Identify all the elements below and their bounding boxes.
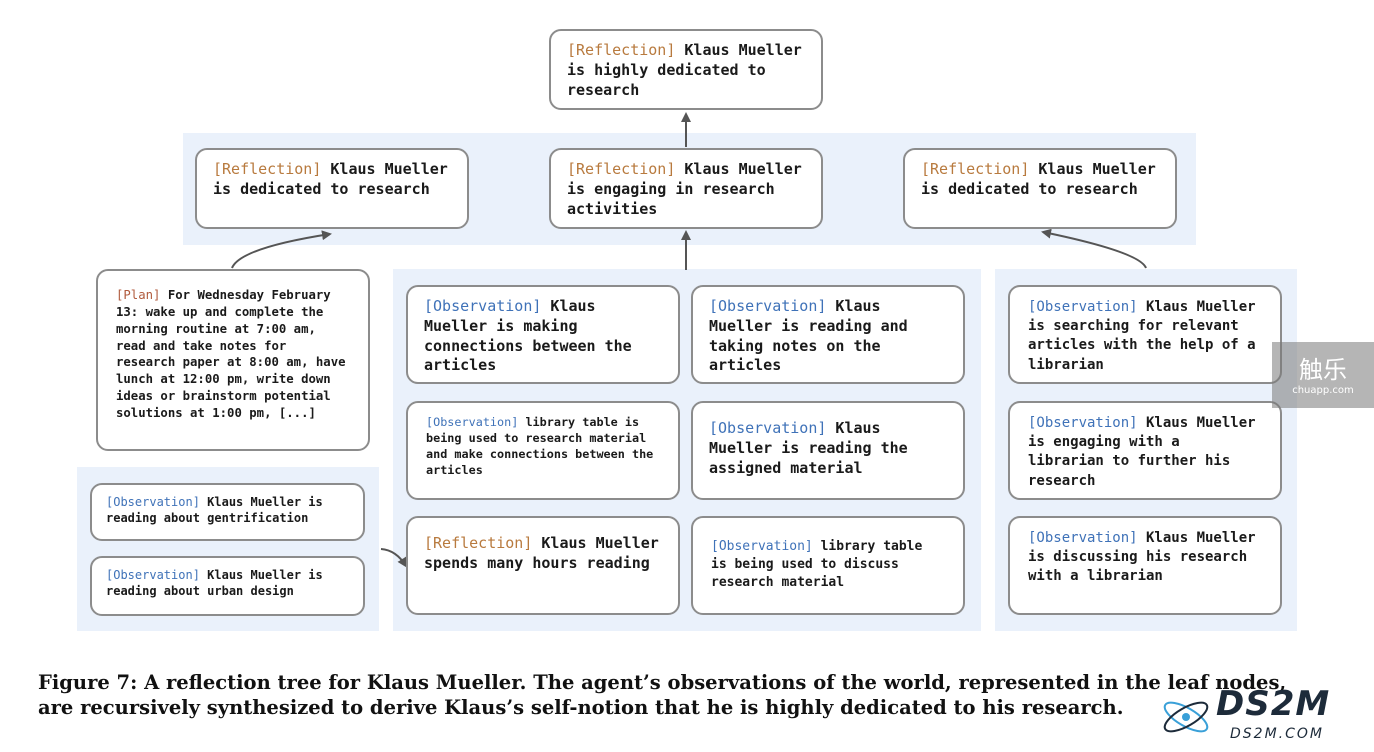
node-text: Klaus Mueller is reading about urban des… [106,568,323,599]
observation-tag: [Observation] [1028,299,1138,315]
node-text: Klaus Mueller is highly dedicated to res… [567,41,802,99]
node-text: Klaus Mueller is reading and taking note… [709,297,908,375]
node-text: Klaus Mueller is discussing his research… [1028,530,1256,585]
observation-node-urban-design: [Observation] Klaus Mueller is reading a… [90,556,365,616]
observation-node-library-table-discuss: [Observation] library table is being use… [691,516,965,615]
node-text: library table is being used to research … [426,415,654,478]
node-text: Klaus Mueller is searching for relevant … [1028,299,1256,373]
reflection-tag: [Reflection] [567,160,676,178]
node-text: Klaus Mueller is dedicated to research [213,160,448,198]
edge-left-obs-to-hours [380,548,408,568]
reflection-tag: [Reflection] [567,41,676,59]
reflection-node-middle: [Reflection] Klaus Mueller is engaging i… [549,148,823,229]
observation-tag: [Observation] [106,568,200,582]
figure-caption: Figure 7: A reflection tree for Klaus Mu… [38,671,1287,720]
node-text: Klaus Mueller is reading the assigned ma… [709,419,908,477]
observation-tag: [Observation] [1028,530,1138,546]
atom-icon [1163,701,1209,733]
chuapp-watermark-logo: 触乐 [1299,356,1347,384]
observation-node-librarian-further: [Observation] Klaus Mueller is engaging … [1008,401,1282,500]
observation-node-gentrification: [Observation] Klaus Mueller is reading a… [90,483,365,541]
node-text: library table is being used to discuss r… [711,539,923,590]
observation-tag: [Observation] [709,419,827,437]
plan-tag: [Plan] [116,288,161,302]
reflection-tag: [Reflection] [921,160,1030,178]
reflection-node-right: [Reflection] Klaus Mueller is dedicated … [903,148,1177,229]
chuapp-watermark: 触乐 chuapp.com [1272,342,1374,408]
reflection-node-left: [Reflection] Klaus Mueller is dedicated … [195,148,469,229]
ds2m-watermark-logo: DS2M [1216,684,1331,724]
observation-node-assigned-material: [Observation] Klaus Mueller is reading t… [691,401,965,500]
edge-plan-to-left [231,230,332,269]
observation-node-searching-articles: [Observation] Klaus Mueller is searching… [1008,285,1282,384]
node-text: For Wednesday February 13: wake up and c… [116,288,346,420]
observation-tag: [Observation] [711,539,813,554]
observation-node-discussing-research: [Observation] Klaus Mueller is discussin… [1008,516,1282,615]
node-text: Klaus Mueller is engaging with a librari… [1028,415,1256,489]
ds2m-watermark: DS2M DS2M.COM [1158,684,1368,748]
observation-tag: [Observation] [424,297,542,315]
root-reflection-node: [Reflection] Klaus Mueller is highly ded… [549,29,823,110]
reflection-tag: [Reflection] [424,534,533,552]
observation-node-reading-notes: [Observation] Klaus Mueller is reading a… [691,285,965,384]
node-text: Klaus Mueller is making connections betw… [424,297,632,375]
observation-tag: [Observation] [426,415,519,429]
node-text: Klaus Mueller spends many hours reading [424,534,659,572]
chuapp-watermark-url: chuapp.com [1292,385,1354,396]
node-text: Klaus Mueller is dedicated to research [921,160,1156,198]
edge-right-obs-to-right [1041,228,1147,269]
plan-node: [Plan] For Wednesday February 13: wake u… [96,269,370,451]
observation-tag: [Observation] [709,297,827,315]
node-text: Klaus Mueller is engaging in research ac… [567,160,802,218]
reflection-tag: [Reflection] [213,160,322,178]
observation-node-library-table-connections: [Observation] library table is being use… [406,401,680,500]
observation-tag: [Observation] [1028,415,1138,431]
reflection-node-hours-reading: [Reflection] Klaus Mueller spends many h… [406,516,680,615]
ds2m-watermark-url: DS2M.COM [1230,726,1324,742]
observation-tag: [Observation] [106,495,200,509]
node-text: Klaus Mueller is reading about gentrific… [106,495,323,526]
observation-node-connections: [Observation] Klaus Mueller is making co… [406,285,680,384]
